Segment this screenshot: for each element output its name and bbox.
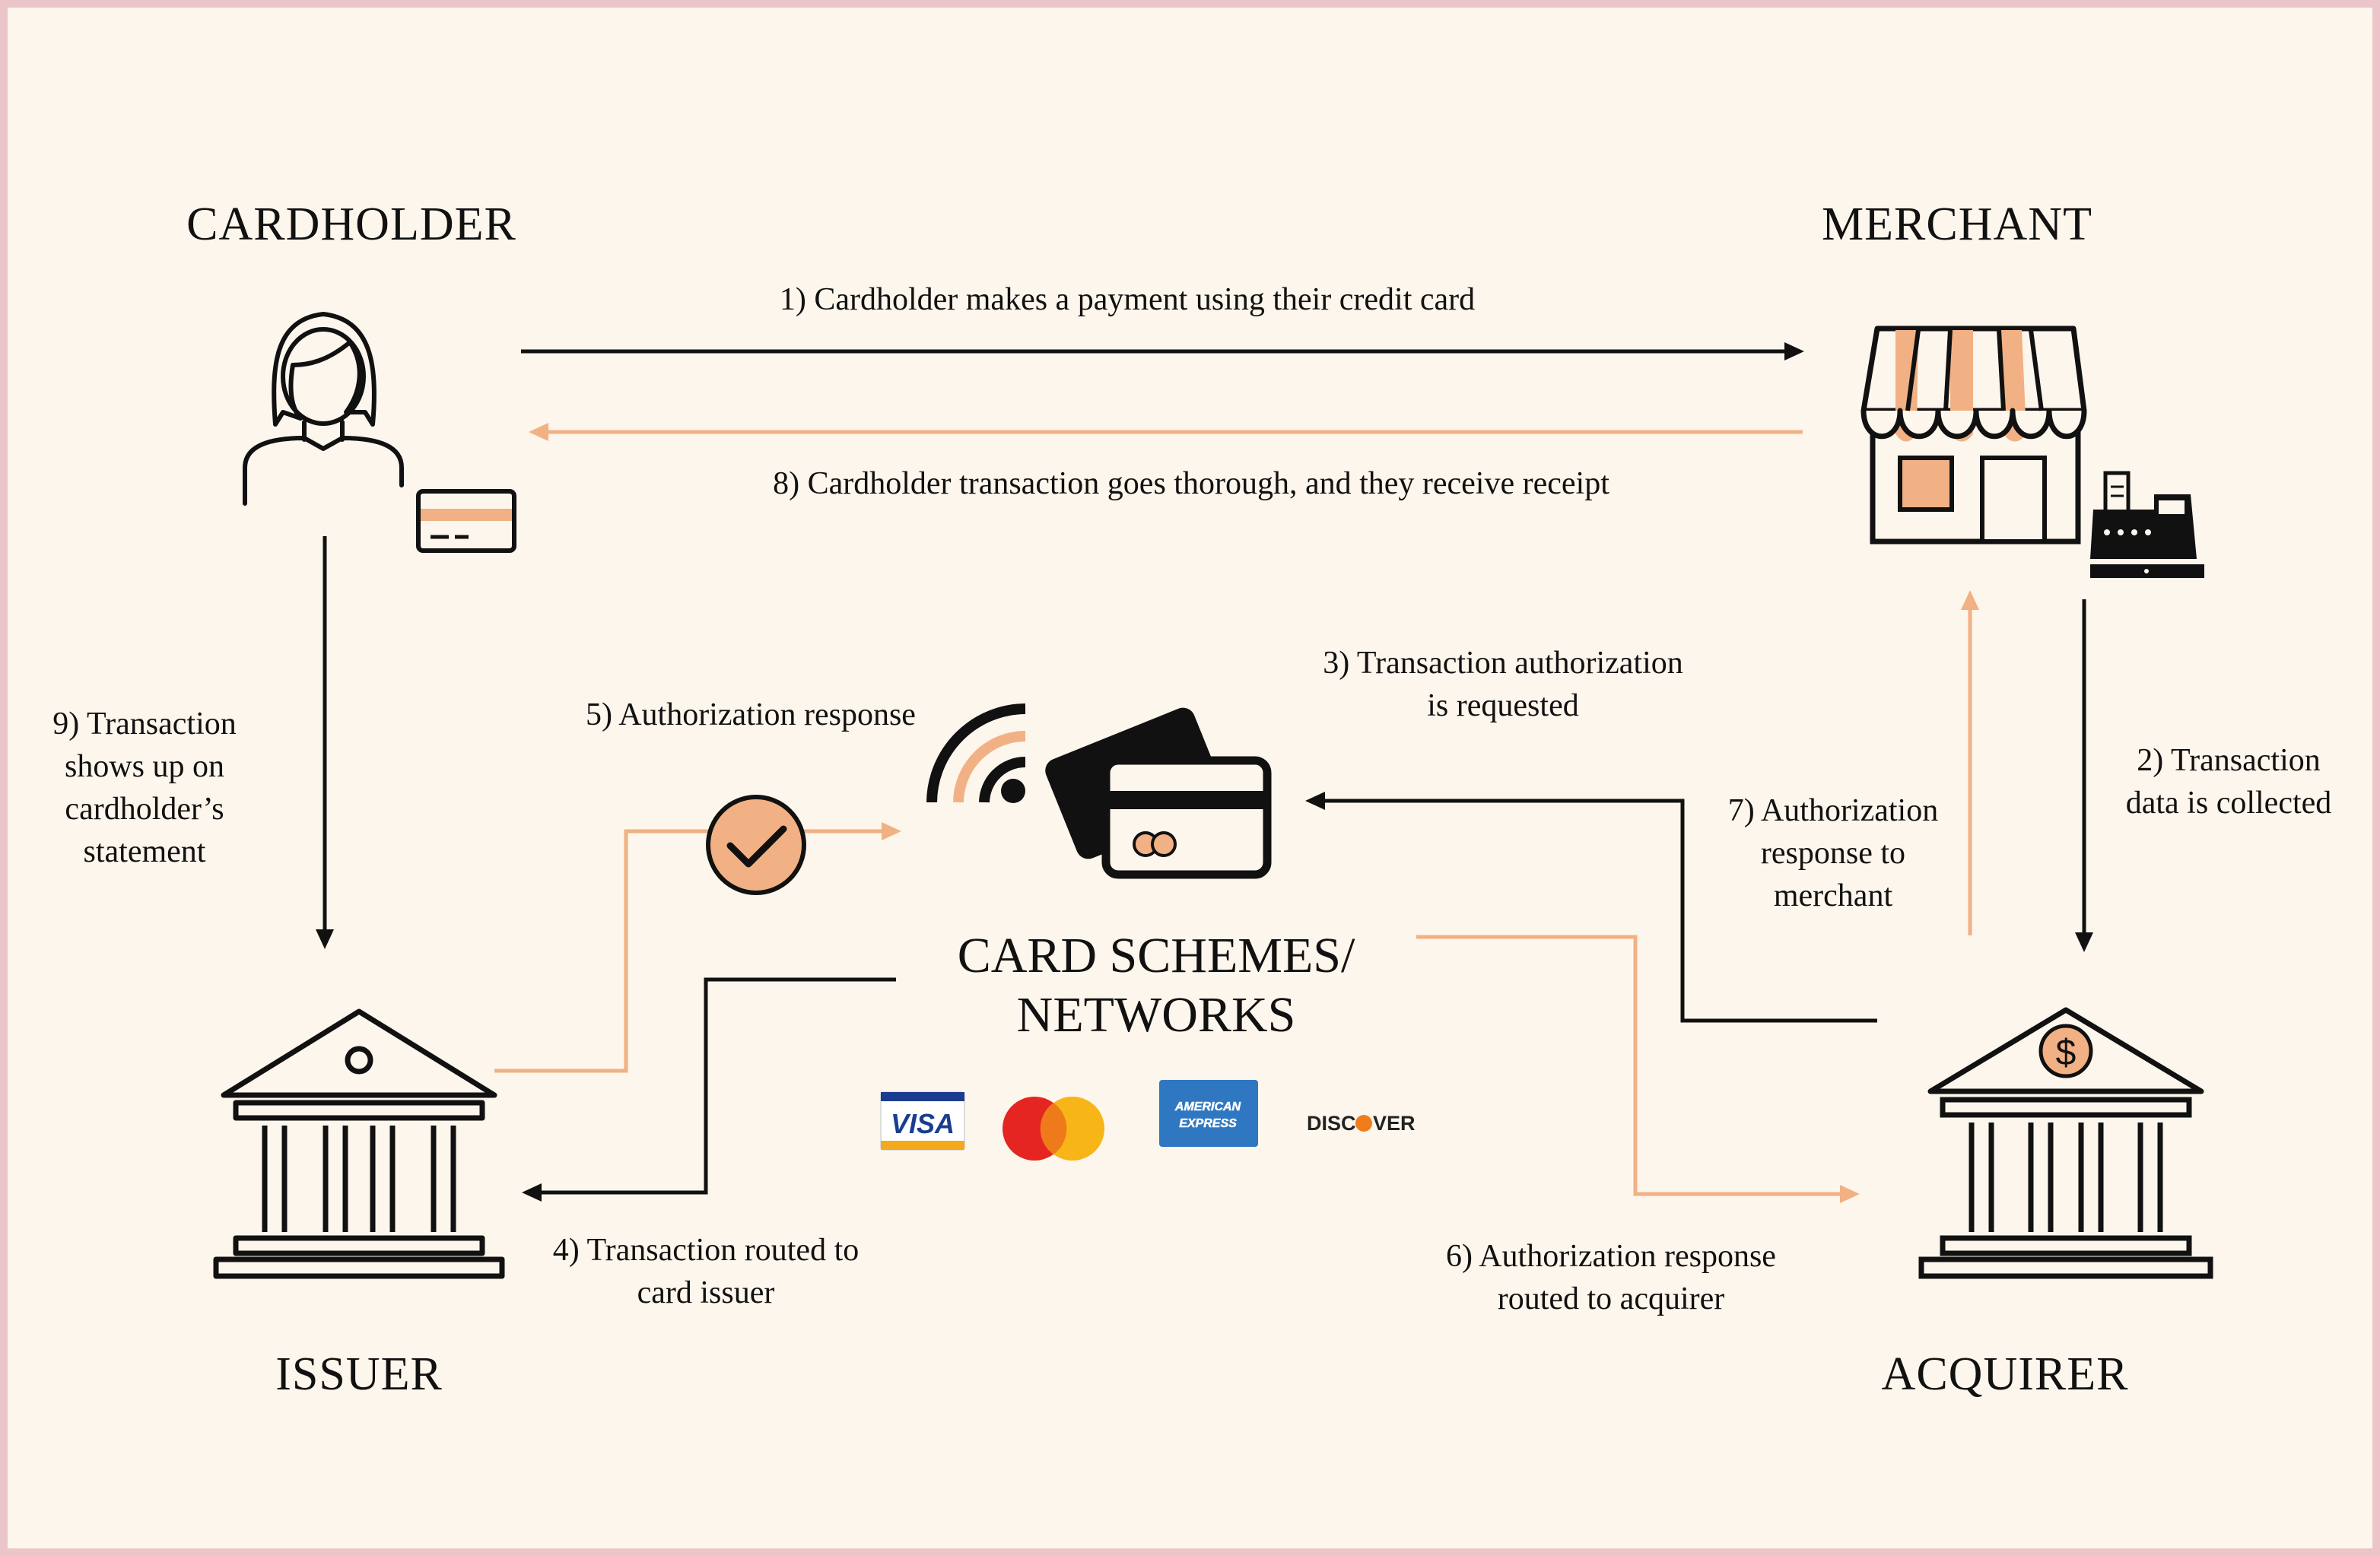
- svg-text:VER: VER: [1373, 1112, 1416, 1135]
- contactless-card-icon: [926, 703, 1272, 879]
- arrow-1-cardholder-to-merchant: [521, 342, 1804, 360]
- arrow-8-merchant-to-cardholder: [529, 423, 1803, 441]
- step-9-line3: cardholder’s: [65, 792, 224, 827]
- step-1-label: 1) Cardholder makes a payment using thei…: [779, 282, 1476, 317]
- issuer-bank-icon: [213, 1008, 505, 1279]
- svg-text:DISC: DISC: [1307, 1112, 1356, 1135]
- step-9-line2: shows up on: [64, 749, 225, 784]
- step-9-label: 9) Transaction shows up on cardholder’s …: [52, 703, 237, 873]
- step-7-line2: response to: [1760, 836, 1906, 871]
- cardholder-label: CARDHOLDER: [186, 198, 516, 250]
- arrow-2-merchant-to-acquirer: [2075, 599, 2093, 952]
- step-5-label: 5) Authorization response: [586, 697, 916, 732]
- credit-card-icon: [416, 489, 516, 553]
- arrow-7-acquirer-to-merchant: [1961, 590, 1979, 935]
- step-2-line2: data is collected: [2125, 786, 2332, 821]
- cash-register-icon: [2090, 471, 2204, 578]
- mastercard-logo: [1003, 1097, 1104, 1161]
- step-8-label: 8) Cardholder transaction goes thorough,…: [773, 466, 1609, 501]
- step-7-label: 7) Authorization response to merchant: [1728, 789, 1938, 917]
- step-9-line1: 9) Transaction: [52, 707, 237, 741]
- visa-logo: VISA: [880, 1091, 965, 1151]
- arrow-5-issuer-to-network: [494, 822, 901, 1073]
- step-3-label: 3) Transaction authorization is requeste…: [1323, 642, 1683, 727]
- step-2-line1: 2) Transaction: [2137, 743, 2321, 778]
- svg-text:EXPRESS: EXPRESS: [1179, 1117, 1237, 1130]
- merchant-label: MERCHANT: [1822, 198, 2092, 250]
- step-7-line1: 7) Authorization: [1727, 793, 1939, 828]
- step-6-line2: routed to acquirer: [1497, 1281, 1725, 1316]
- arrow-3-acquirer-to-network: [1305, 792, 1877, 1023]
- arrow-4-network-to-issuer: [522, 977, 896, 1202]
- visa-logo-text: VISA: [891, 1108, 955, 1139]
- step-3-line1: 3) Transaction authorization: [1323, 646, 1683, 681]
- discover-logo: DISC VER: [1307, 1112, 1416, 1135]
- step-9-line4: statement: [83, 834, 206, 869]
- step-2-label: 2) Transaction data is collected: [2126, 739, 2332, 824]
- acquirer-label: ACQUIRER: [1881, 1348, 2129, 1400]
- step-4-line1: 4) Transaction routed to: [552, 1233, 860, 1268]
- step-4-label: 4) Transaction routed to card issuer: [553, 1229, 859, 1314]
- amex-logo: AMERICAN EXPRESS: [1159, 1080, 1258, 1147]
- cardholder-person-icon: [243, 312, 404, 506]
- svg-text:$: $: [2056, 1033, 2077, 1073]
- checkmark-icon: [706, 795, 806, 895]
- svg-text:AMERICAN: AMERICAN: [1174, 1100, 1241, 1113]
- step-6-label: 6) Authorization response routed to acqu…: [1446, 1235, 1776, 1320]
- issuer-label: ISSUER: [275, 1348, 443, 1400]
- step-7-line3: merchant: [1773, 878, 1893, 913]
- card-schemes-line1: CARD SCHEMES/: [957, 928, 1355, 983]
- step-4-line2: card issuer: [637, 1275, 775, 1310]
- payment-flow-diagram: $: [8, 8, 2372, 1548]
- arrow-6-network-to-acquirer: [1416, 935, 1860, 1203]
- card-schemes-label: CARD SCHEMES/ NETWORKS: [958, 926, 1355, 1045]
- arrow-9-cardholder-to-issuer: [316, 536, 334, 949]
- diagram-graphics: $: [213, 312, 2213, 1279]
- step-3-line2: is requested: [1427, 688, 1579, 723]
- step-6-line1: 6) Authorization response: [1446, 1239, 1776, 1274]
- acquirer-bank-icon: $: [1918, 1007, 2213, 1279]
- storefront-icon: [1860, 325, 2087, 545]
- card-schemes-line2: NETWORKS: [1016, 987, 1296, 1043]
